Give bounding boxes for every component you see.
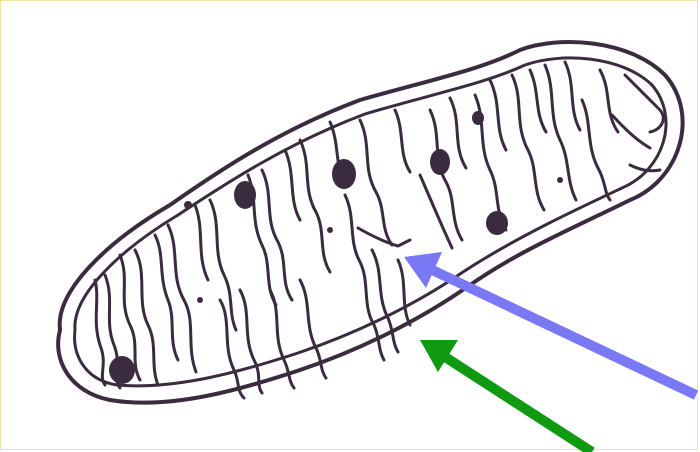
granule <box>109 356 135 384</box>
crista <box>300 140 330 272</box>
crista <box>360 120 392 245</box>
granule <box>332 159 356 189</box>
crista <box>135 250 158 385</box>
cristae <box>95 62 663 398</box>
crista <box>600 70 618 132</box>
crista <box>395 110 410 172</box>
crista <box>240 290 262 393</box>
crista <box>490 80 506 150</box>
granule <box>327 227 333 233</box>
crista <box>450 98 466 168</box>
crista <box>625 75 663 132</box>
crista <box>262 170 292 300</box>
granule <box>557 177 563 183</box>
crista <box>565 62 580 130</box>
crista <box>168 225 196 372</box>
granule <box>472 111 484 125</box>
granule <box>197 297 203 303</box>
granule <box>486 211 508 235</box>
crista <box>398 260 410 325</box>
blue-arrow <box>404 252 696 395</box>
crista <box>582 100 610 200</box>
crista <box>512 75 544 210</box>
crista <box>95 280 105 385</box>
green-arrow <box>420 340 592 452</box>
granule <box>234 181 256 209</box>
crista <box>530 70 546 132</box>
crista <box>630 165 660 171</box>
granule <box>430 149 450 175</box>
crista <box>195 205 208 280</box>
granule <box>184 201 192 209</box>
crista <box>285 150 300 220</box>
crista <box>300 280 326 378</box>
